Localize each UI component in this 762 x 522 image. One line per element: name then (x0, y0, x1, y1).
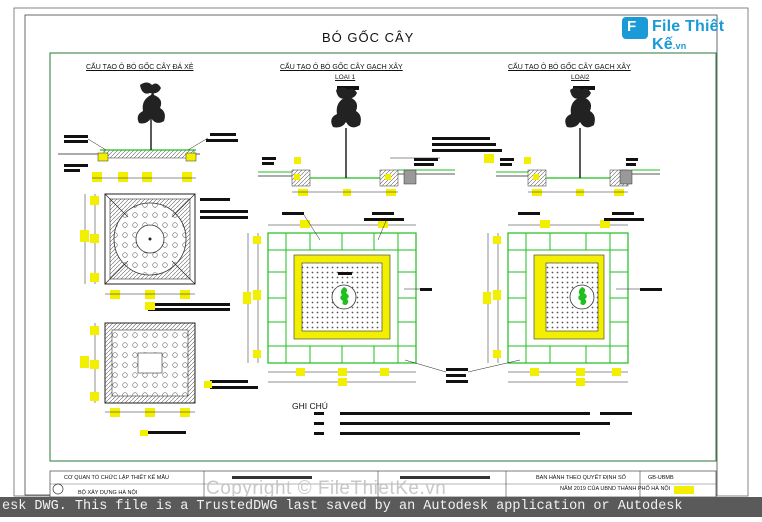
section-1-plan-grate (80, 193, 248, 311)
section-1-elevation (58, 82, 238, 182)
section-2-plan (243, 212, 432, 386)
title-block (49, 470, 717, 498)
title-block-ministry: BỘ XÂY DỰNG HÀ NỘI (78, 490, 138, 496)
title-block-agency: CƠ QUAN TỔ CHỨC LẬP THIẾT KẾ MẪU (64, 475, 169, 481)
section-1-plan-perforated (80, 322, 258, 436)
drawing-title: BÓ GỐC CÂY (322, 30, 415, 45)
status-message: esk DWG. This file is a TrustedDWG last … (2, 499, 683, 514)
logo-mark-icon: F (622, 17, 648, 39)
section-3-elevation (496, 86, 660, 196)
section-3-title: CẤU TẠO Ô BÓ GỐC CÂY GẠCH XÂY (508, 64, 631, 71)
logo-name: File Thiết Kế.vn (652, 18, 725, 53)
section-1-title: CẤU TẠO Ô BÓ GỐC CÂY ĐÁ XẺ (86, 64, 194, 71)
section-2-elevation (258, 86, 502, 196)
status-bar: esk DWG. This file is a TrustedDWG last … (0, 497, 762, 517)
section-2-title: CẤU TẠO Ô BÓ GỐC CÂY GẠCH XÂY (280, 64, 403, 71)
notes-lines (314, 412, 632, 435)
title-block-issued: BAN HÀNH THEO QUYẾT ĐỊNH SỐ (536, 475, 626, 481)
copyright-watermark: Copyright © FileThietKe.vn (206, 478, 447, 499)
section-2-variant: LOẠI 1 (335, 74, 356, 81)
title-block-code: GB-UBMB (648, 475, 674, 481)
section-3-plan (483, 212, 662, 386)
shared-callout (404, 359, 521, 383)
site-logo[interactable]: F File Thiết Kế.vn (622, 16, 734, 53)
title-block-decision: NĂM 2019 CỦA UBND THÀNH PHỐ HÀ NỘI (560, 486, 671, 492)
notes-heading: GHI CHÚ (292, 401, 328, 411)
section-3-variant: LOẠI2 (571, 74, 590, 81)
